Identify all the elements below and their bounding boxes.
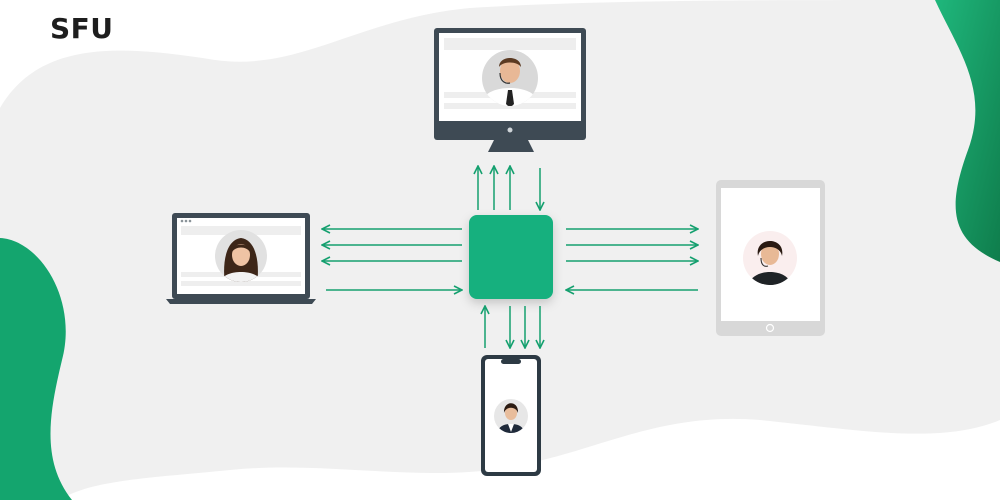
device-laptop [166,213,316,304]
page-title: SFU [50,12,114,45]
background-blob-green-left [0,238,72,500]
laptop-base [166,299,316,304]
woman-in-suit-icon [496,403,526,433]
arrows-phone [485,306,540,348]
arrows-desktop [478,166,540,210]
arrows-tablet [566,229,698,290]
phone-notch [501,359,521,364]
device-smartphone [481,355,541,476]
monitor-stand [488,140,534,152]
arrows-laptop [322,229,462,290]
device-tablet [716,180,825,336]
tablet-home-button [765,323,775,333]
woman-smiling-icon [216,238,266,282]
background-blob-green-right [935,0,1000,262]
device-desktop-monitor [434,28,586,152]
woman-with-headset-icon [746,241,794,285]
sfu-server-node [469,215,553,299]
